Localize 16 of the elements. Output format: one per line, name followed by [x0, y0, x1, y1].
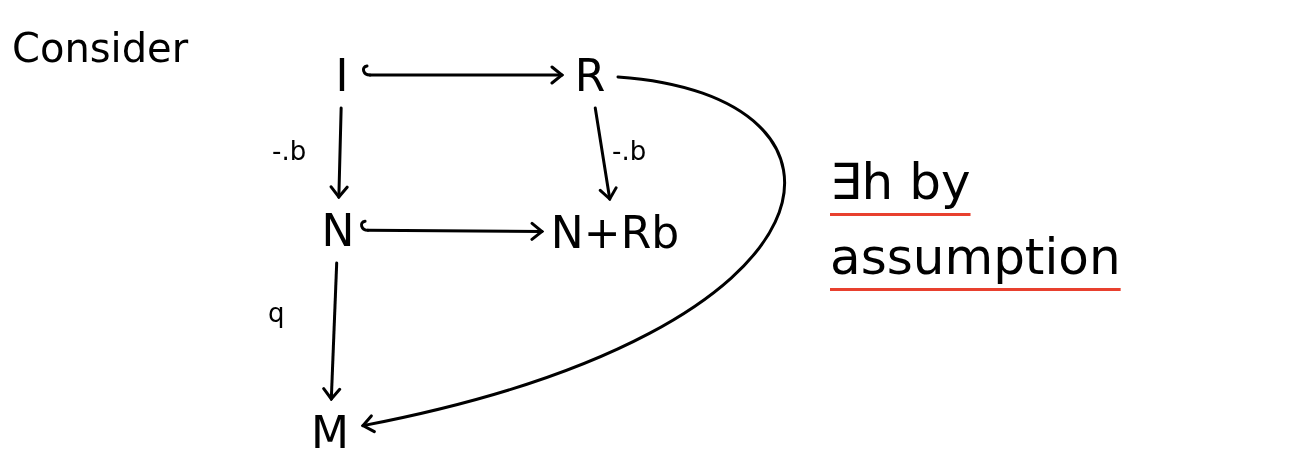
- math-symbol: I: [335, 49, 349, 101]
- math-symbol: R: [574, 49, 606, 101]
- arrow: [329, 106, 349, 199]
- edge-label: -.b: [272, 138, 307, 164]
- arrow: [361, 75, 786, 433]
- edge-label: -.b: [612, 138, 647, 164]
- arrow: [361, 64, 564, 85]
- note-text: Consider: [12, 25, 189, 71]
- math-symbol: N+Rb: [550, 206, 680, 258]
- edge-label: q: [268, 300, 285, 326]
- math-symbol: N: [321, 204, 355, 256]
- arrow: [322, 261, 342, 401]
- arrow: [360, 219, 544, 241]
- edge-label: ∃h by assumption: [830, 152, 1122, 288]
- math-symbol: M: [311, 406, 349, 458]
- arrow: [593, 106, 618, 201]
